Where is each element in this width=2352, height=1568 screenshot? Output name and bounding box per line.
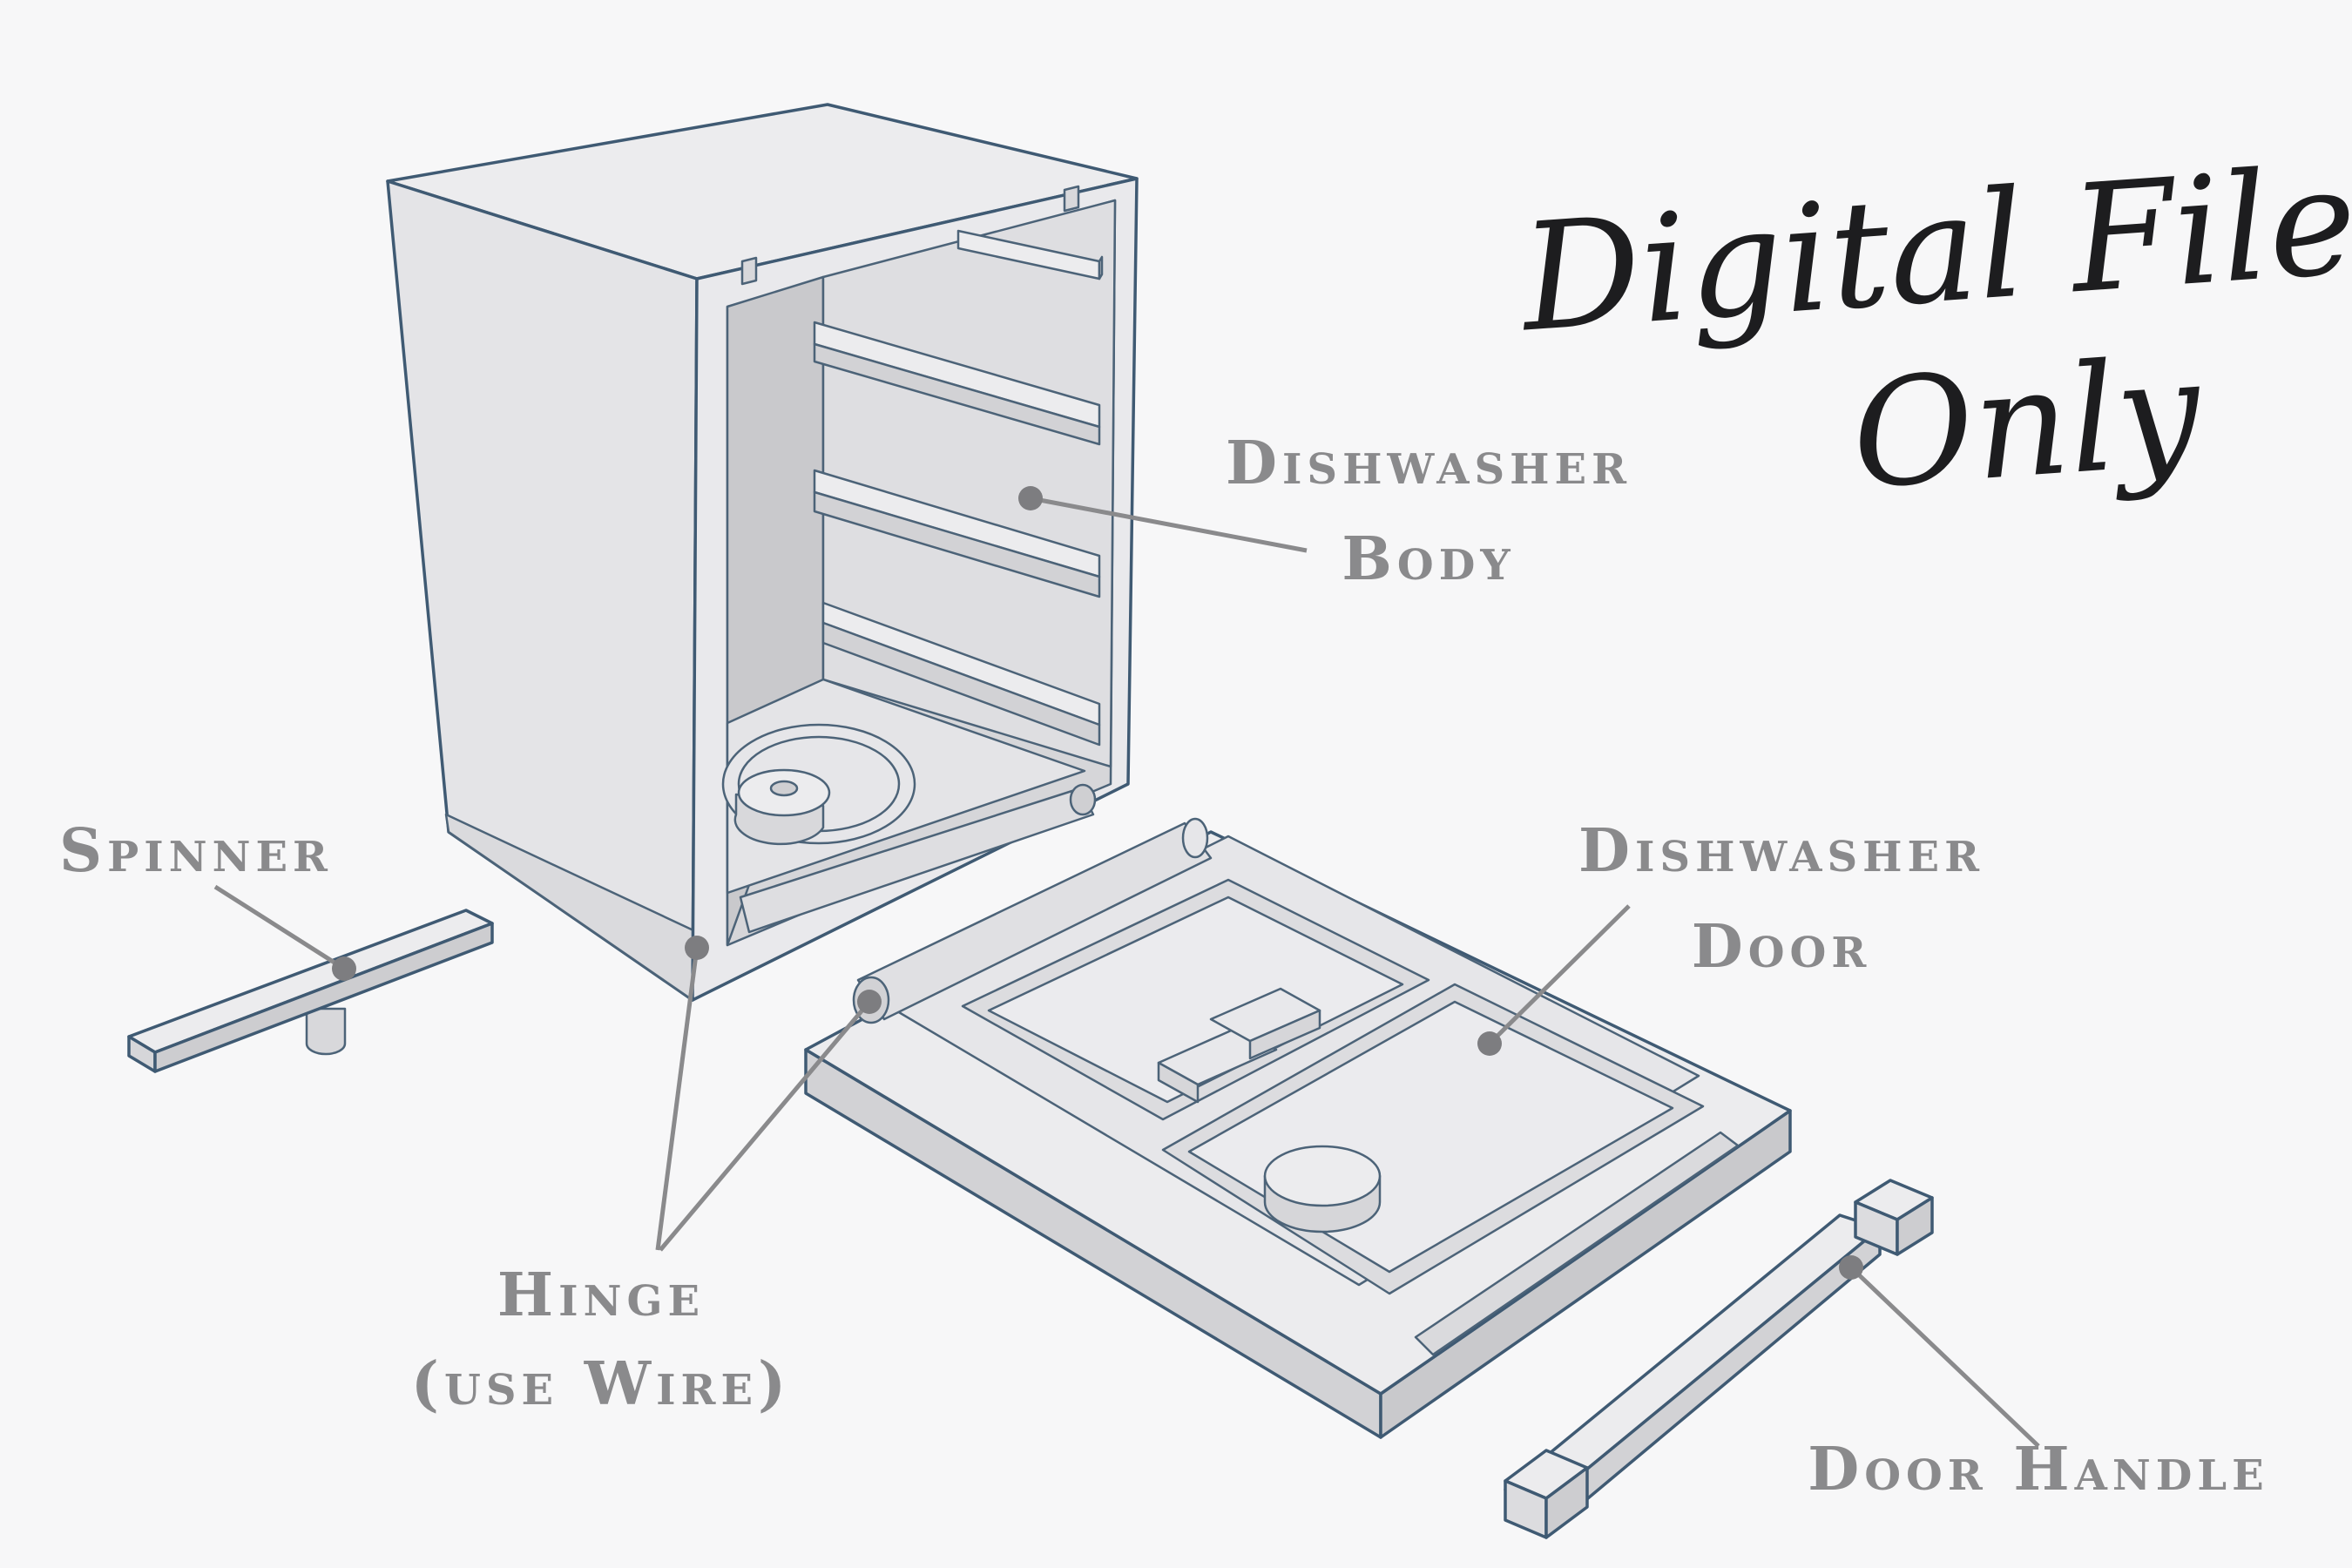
door-handle-part bbox=[1504, 1179, 1934, 1539]
label-body-line2: Body bbox=[1342, 524, 1515, 594]
marker-body bbox=[1018, 486, 1043, 510]
marker-handle bbox=[1839, 1255, 1863, 1280]
label-hinge-line2: (use Wire) bbox=[411, 1349, 791, 1419]
spinner-part bbox=[127, 909, 494, 1073]
label-handle: Door Handle bbox=[1808, 1435, 2268, 1504]
label-hinge-line1: Hinge bbox=[497, 1260, 705, 1330]
banner-line1: Digital File bbox=[1514, 135, 2352, 366]
leader-body bbox=[1030, 496, 1308, 553]
marker-door bbox=[1477, 1031, 1502, 1056]
banner-line2: Only bbox=[1847, 326, 2207, 523]
dishwasher-body bbox=[386, 103, 1139, 1002]
door-buttons bbox=[1157, 987, 1321, 1104]
leader-handle bbox=[1849, 1266, 2040, 1448]
label-spinner: Spinner bbox=[59, 816, 333, 886]
leader-lines bbox=[213, 486, 2040, 1448]
marker-spinner bbox=[332, 956, 356, 981]
leader-hinge-door bbox=[659, 1000, 871, 1252]
rack-rails bbox=[813, 229, 1104, 747]
label-door-line1: Dishwasher bbox=[1578, 816, 1984, 886]
leader-spinner bbox=[213, 884, 346, 971]
leader-door bbox=[1488, 904, 1631, 1045]
dishwasher-door bbox=[804, 817, 1792, 1439]
body-hinge-rod bbox=[739, 783, 1097, 934]
marker-hinge-door bbox=[857, 990, 882, 1014]
leader-hinge-body bbox=[655, 947, 700, 1251]
marker-hinge-body bbox=[685, 936, 709, 960]
spray-disc bbox=[721, 723, 916, 846]
label-body-line1: Dishwasher bbox=[1226, 429, 1632, 498]
label-door-line2: Door bbox=[1692, 912, 1871, 982]
door-dial bbox=[1263, 1145, 1382, 1233]
